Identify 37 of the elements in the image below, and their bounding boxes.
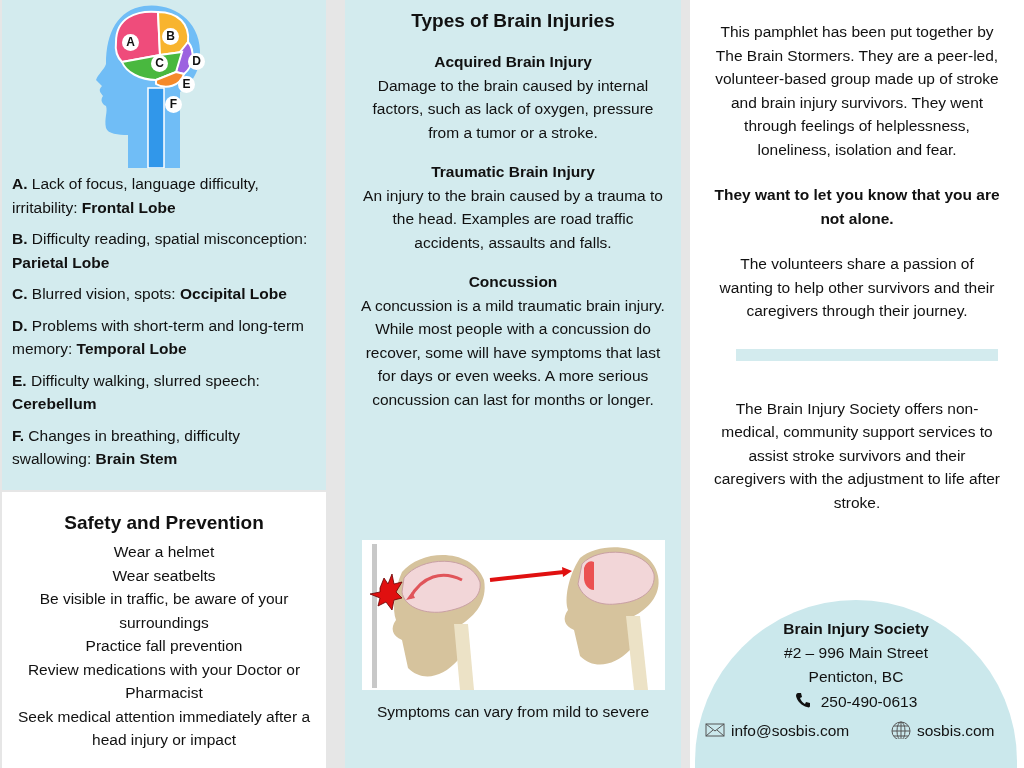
- paragraph: This pamphlet has been put together by The Brain Stormers. They are a peer-led, volunteer-based group made up of stroke and brain injury survivors. They went through feelings of helplessness, loneliness, isolation and fear.: [714, 22, 1000, 160]
- paragraph: The Brain Injury Society offers non-medical, community support services to assist stroke survivors and their caregivers with the adjustment to life after stroke.: [713, 398, 1001, 513]
- subheading: Traumatic Brain Injury: [430, 162, 596, 182]
- contact-text: 250-490-0613: [820, 693, 918, 710]
- list-item: Wear a helmet: [112, 542, 216, 562]
- lobe-description: D. Problems with short-term and long-term memory: Temporal Lobe: [12, 315, 305, 359]
- subheading: Concussion: [467, 272, 559, 292]
- panel: [2, 0, 326, 490]
- list-item: Review medications with your Doctor or Pharmacist: [26, 659, 302, 703]
- paragraph: An injury to the brain caused by a trauma to the head. Examples are road traffic accidents, assaults and falls.: [362, 185, 664, 253]
- paragraph: They want to let you know that you are not alone.: [713, 185, 1001, 229]
- panel: [345, 0, 681, 768]
- section-title: Types of Brain Injuries: [410, 9, 616, 33]
- image-caption: Symptoms can vary from mild to severe: [375, 702, 651, 722]
- paragraph: A concussion is a mild traumatic brain injury. While most people with a concussion do recover, some will have symptoms that last for days or even weeks. A more serious concussion can last for months or longer.: [360, 295, 666, 410]
- list-item: Seek medical attention immediately after a head injury or impact: [16, 706, 312, 750]
- contact-text: #2 – 996 Main Street: [784, 644, 928, 661]
- organization-name: Brain Injury Society: [783, 620, 929, 637]
- lobe-description: C. Blurred vision, spots: Occipital Lobe: [12, 284, 288, 304]
- paragraph: Damage to the brain caused by internal factors, such as lack of oxygen, pressure from a tumor or a stroke.: [371, 75, 655, 143]
- lobe-description: A. Lack of focus, language difficulty, irritability: Frontal Lobe: [12, 174, 260, 218]
- panel: [690, 0, 1024, 768]
- lobe-description: E. Difficulty walking, slurred speech: Cerebellum: [12, 370, 261, 414]
- list-item: Practice fall prevention: [84, 636, 244, 656]
- lobe-description: B. Difficulty reading, spatial misconception: Parietal Lobe: [12, 229, 309, 273]
- subheading: Acquired Brain Injury: [433, 52, 593, 72]
- contact-text: sosbis.com: [917, 722, 995, 739]
- lobe-description: F. Changes in breathing, difficulty swallowing: Brain Stem: [12, 425, 242, 469]
- list-item: Wear seatbelts: [111, 565, 217, 586]
- callout-number: D: [188, 53, 205, 70]
- callout-number: E: [178, 76, 195, 93]
- contact-text: info@sosbis.com: [731, 722, 850, 739]
- section-heading: Safety and Prevention: [63, 511, 265, 535]
- list-item: Be visible in traffic, be aware of your surroundings: [38, 589, 290, 633]
- contact-text: Penticton, BC: [808, 668, 904, 685]
- paragraph: The volunteers share a passion of wanting to help other survivors and their caregivers through their journey.: [718, 254, 996, 321]
- panel: [2, 492, 326, 768]
